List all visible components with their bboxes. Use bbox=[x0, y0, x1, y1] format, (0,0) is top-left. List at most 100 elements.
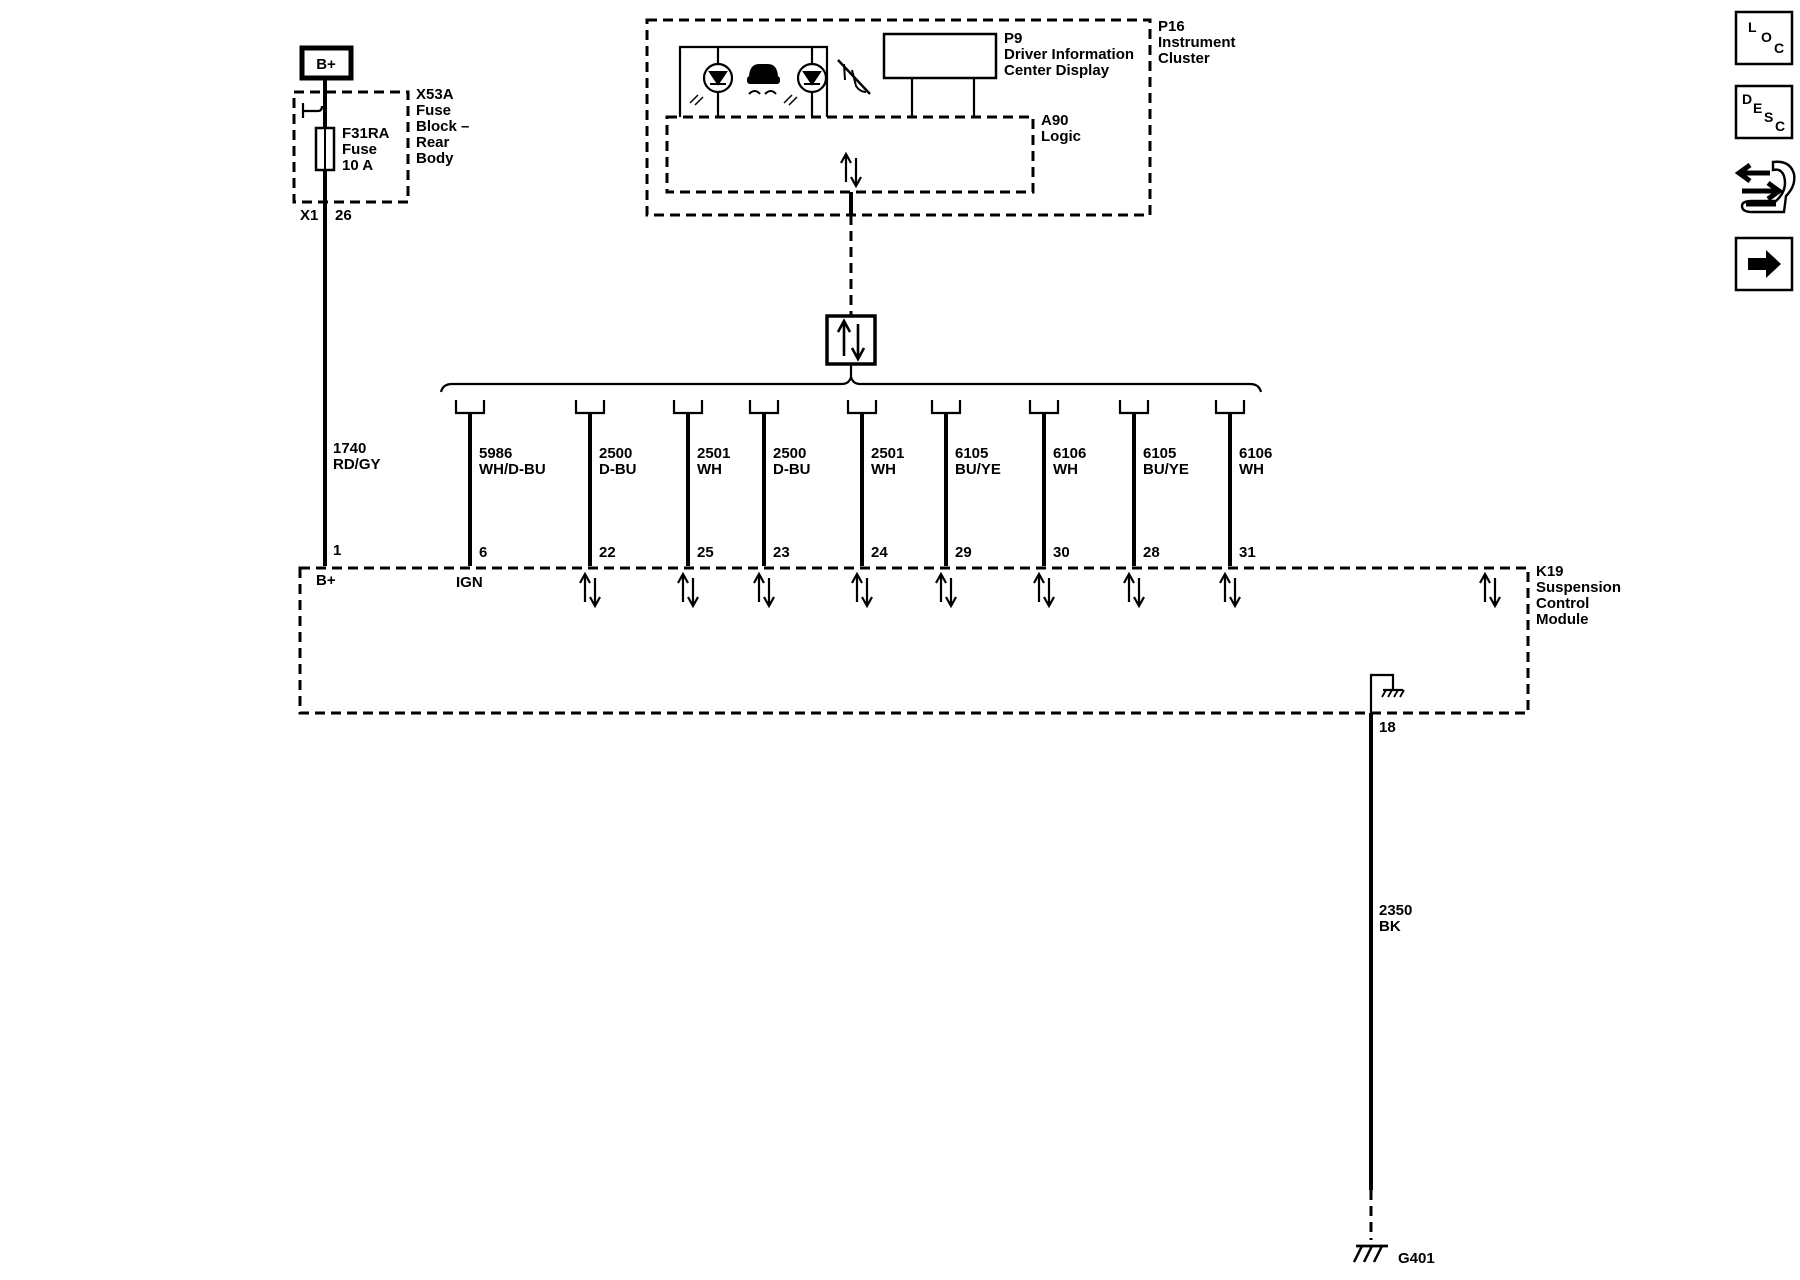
serial-wire-color: WH bbox=[1053, 461, 1078, 478]
serial-wire-circuit: 2501 bbox=[871, 445, 904, 462]
display-name-1: Driver Information bbox=[1004, 46, 1134, 63]
serial-wire-pin: 29 bbox=[955, 544, 972, 561]
fuse-type: Fuse bbox=[342, 141, 377, 158]
serial-wire-circuit: 2500 bbox=[773, 445, 806, 462]
serial-data-arrows-icon bbox=[753, 571, 775, 609]
desc-letter-3: S bbox=[1764, 109, 1773, 125]
serial-wire-connector bbox=[930, 400, 962, 415]
fuse-ref: F31RA bbox=[342, 125, 390, 142]
cluster-name-1: Instrument bbox=[1158, 34, 1236, 51]
serial-wire-pin: 24 bbox=[871, 544, 888, 561]
power-wire-color: RD/GY bbox=[333, 456, 381, 473]
loc-letter-2: O bbox=[1761, 29, 1772, 45]
wrench-arrows-icon[interactable] bbox=[1734, 160, 1796, 214]
cluster-ref: P16 bbox=[1158, 18, 1185, 35]
serial-wire-connector bbox=[1214, 400, 1246, 415]
battery-source: B+ bbox=[299, 45, 354, 81]
display-name-2: Center Display bbox=[1004, 62, 1110, 79]
desc-letter-4: C bbox=[1775, 118, 1785, 134]
bus-tap-icon bbox=[301, 103, 324, 118]
serial-wire-color: BU/YE bbox=[955, 461, 1001, 478]
serial-wire-connector bbox=[1118, 400, 1150, 415]
serial-wire-pin: 23 bbox=[773, 544, 790, 561]
serial-data-arrows-icon bbox=[1219, 571, 1241, 609]
serial-data-arrows-icon bbox=[1033, 571, 1055, 609]
indicator-lamp-1-icon bbox=[689, 62, 734, 106]
serial-wire-circuit: 6105 bbox=[1143, 445, 1176, 462]
next-arrow-icon[interactable] bbox=[1734, 236, 1794, 292]
serial-data-arrows-icon bbox=[579, 571, 601, 609]
serial-data-link bbox=[825, 192, 877, 378]
serial-wire-circuit: 2501 bbox=[697, 445, 730, 462]
loc-icon[interactable]: L O C bbox=[1734, 10, 1794, 66]
fuse-block-name-3: Rear bbox=[416, 134, 450, 151]
logic-box bbox=[665, 115, 1035, 194]
power-wire-circuit: 1740 bbox=[333, 440, 366, 457]
serial-data-arrows-icon bbox=[935, 571, 957, 609]
module-ground-icon bbox=[1381, 688, 1405, 698]
serial-wire-color: WH bbox=[871, 461, 896, 478]
ignition-connector bbox=[454, 400, 486, 415]
serial-wires: 2500D-BU222501WH252500D-BU232501WH246105… bbox=[574, 400, 1272, 609]
ground-wire-pin: 18 bbox=[1379, 719, 1396, 736]
serial-wire-circuit: 6106 bbox=[1239, 445, 1272, 462]
serial-wire-color: WH bbox=[697, 461, 722, 478]
module-ref: K19 bbox=[1536, 563, 1564, 580]
fuse-block: X53A Fuse Block – Rear Body F31RA Fuse 1… bbox=[292, 86, 469, 224]
serial-wire-color: BU/YE bbox=[1143, 461, 1189, 478]
desc-icon[interactable]: D E S C bbox=[1734, 84, 1794, 140]
fuse-block-name-2: Block – bbox=[416, 118, 469, 135]
logic-data-arrows-icon bbox=[840, 151, 862, 189]
serial-wire-connector bbox=[846, 400, 878, 415]
traction-off-icon bbox=[837, 59, 871, 95]
loc-letter-1: L bbox=[1748, 19, 1757, 35]
module-name-2: Control bbox=[1536, 595, 1589, 612]
suspension-control-module: K19 Suspension Control Module bbox=[298, 563, 1621, 715]
display-box bbox=[882, 32, 998, 80]
desc-letter-2: E bbox=[1753, 100, 1762, 116]
desc-letter-1: D bbox=[1742, 91, 1752, 107]
serial-wire-connector bbox=[748, 400, 780, 415]
bus-bracket bbox=[439, 373, 1263, 393]
chassis-ground-icon bbox=[1352, 1244, 1388, 1263]
serial-wire-connector bbox=[672, 400, 704, 415]
serial-wire-color: D-BU bbox=[773, 461, 811, 478]
serial-data-arrows-icon bbox=[677, 571, 699, 609]
logic-ref: A90 bbox=[1041, 112, 1069, 129]
serial-wire-pin: 30 bbox=[1053, 544, 1070, 561]
module-name-3: Module bbox=[1536, 611, 1589, 628]
serial-wire-pin: 31 bbox=[1239, 544, 1256, 561]
cluster-name-2: Cluster bbox=[1158, 50, 1210, 67]
serial-wire-circuit: 6105 bbox=[955, 445, 988, 462]
serial-wire-circuit: 2500 bbox=[599, 445, 632, 462]
serial-wire-pin: 28 bbox=[1143, 544, 1160, 561]
power-wire-pin-label: B+ bbox=[316, 572, 336, 589]
fuse-block-ref: X53A bbox=[416, 86, 454, 103]
loc-letter-3: C bbox=[1774, 40, 1784, 56]
logic-label: Logic bbox=[1041, 128, 1081, 145]
serial-wire-connector bbox=[1028, 400, 1060, 415]
battery-source-label: B+ bbox=[316, 56, 336, 73]
serial-wire-connector bbox=[574, 400, 606, 415]
fuse-block-pin: 26 bbox=[335, 207, 352, 224]
side-nav: L O C D E S C bbox=[1734, 10, 1796, 292]
ignition-wire: 5986 WH/D-BU 6 IGN bbox=[454, 400, 546, 591]
fuse-block-name-1: Fuse bbox=[416, 102, 451, 119]
serial-wire-circuit: 6106 bbox=[1053, 445, 1086, 462]
ignition-wire-circuit: 5986 bbox=[479, 445, 512, 462]
serial-wire-color: D-BU bbox=[599, 461, 637, 478]
module-name-1: Suspension bbox=[1536, 579, 1621, 596]
ground-ref: G401 bbox=[1398, 1250, 1435, 1267]
traction-control-icon bbox=[747, 64, 780, 95]
indicator-lamp-2-icon bbox=[783, 62, 828, 106]
ignition-wire-pin: 6 bbox=[479, 544, 487, 561]
fuse-block-connector: X1 bbox=[300, 207, 318, 224]
